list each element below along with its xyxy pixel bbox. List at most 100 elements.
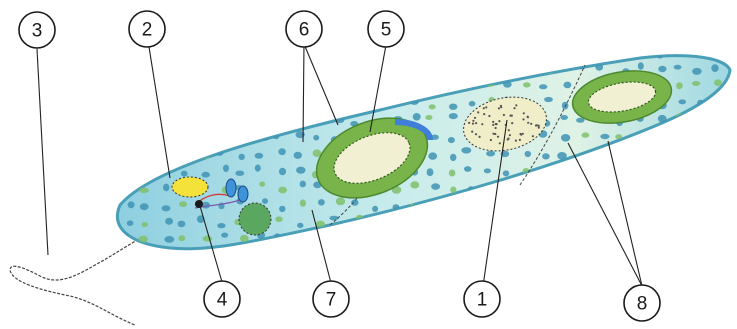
granule: [661, 221, 667, 226]
granule: [372, 63, 380, 68]
granule: [484, 221, 492, 227]
granule: [121, 112, 131, 120]
granule: [602, 154, 611, 160]
granule: [638, 164, 648, 172]
chromatin-dot: [492, 121, 494, 123]
granule: [560, 115, 568, 120]
granule: [525, 151, 531, 157]
chromatin-dot: [500, 105, 502, 107]
granule: [336, 197, 345, 205]
granule: [372, 206, 378, 212]
granule: [716, 222, 723, 230]
granule: [693, 119, 702, 125]
granule: [448, 221, 457, 228]
granule: [597, 185, 605, 193]
granule: [692, 137, 699, 142]
chromatin-dot: [519, 139, 521, 141]
granule: [658, 66, 666, 72]
chromatin-dot: [498, 120, 500, 122]
granule: [350, 50, 358, 56]
granule: [448, 137, 455, 143]
chromatin-dot: [492, 124, 494, 126]
granule: [638, 62, 644, 69]
granule: [603, 47, 611, 53]
granule: [652, 150, 661, 157]
granule: [181, 171, 188, 177]
chromatin-dot: [515, 140, 517, 142]
granule: [410, 181, 419, 188]
granule: [159, 100, 167, 105]
granule: [390, 67, 396, 75]
granule: [257, 85, 264, 92]
leader-2: [149, 47, 170, 178]
granule: [124, 183, 130, 191]
chromatin-dot: [474, 117, 476, 119]
granule: [300, 181, 306, 188]
granule: [429, 44, 436, 51]
granule: [564, 216, 571, 223]
granule: [144, 113, 151, 119]
granule: [259, 181, 265, 186]
granule: [334, 102, 343, 109]
granule: [200, 132, 207, 140]
granule: [711, 64, 718, 72]
granule: [220, 133, 226, 140]
granule: [431, 67, 437, 73]
chromatin-dot: [538, 125, 540, 127]
granule: [486, 203, 495, 209]
granule: [716, 130, 726, 137]
granule: [373, 52, 379, 59]
granule: [564, 187, 571, 192]
callout-3-text: 3: [32, 21, 43, 42]
granule: [126, 148, 133, 156]
callout-3: 3: [19, 12, 55, 48]
granule: [425, 238, 434, 244]
granule: [675, 185, 682, 190]
granule: [217, 223, 225, 228]
granule: [202, 202, 210, 209]
granule: [179, 118, 186, 123]
contractile-vacuole: [239, 203, 271, 235]
granule: [488, 51, 498, 58]
granule: [560, 239, 569, 244]
granule: [521, 46, 527, 52]
granule: [180, 68, 189, 74]
granule: [242, 63, 249, 68]
callout-1-text: 1: [477, 290, 488, 311]
granule: [710, 237, 717, 244]
chromatin-dot: [515, 104, 517, 106]
chromatin-dot: [507, 138, 509, 140]
granule: [237, 98, 246, 104]
granule: [256, 114, 264, 120]
granule: [351, 102, 358, 107]
granule: [219, 80, 227, 85]
granule: [255, 165, 261, 172]
granule: [292, 63, 300, 69]
granule: [620, 151, 629, 159]
leader-8b: [608, 141, 642, 286]
granule: [124, 138, 131, 144]
granule: [128, 201, 135, 208]
granule: [425, 216, 435, 221]
granule: [503, 170, 510, 176]
granule: [544, 97, 553, 102]
granule: [275, 216, 282, 222]
granule: [443, 66, 450, 73]
chromatin-dot: [494, 133, 496, 135]
granule: [486, 69, 493, 74]
granule: [125, 50, 131, 56]
granule: [413, 113, 421, 121]
granule: [615, 134, 622, 139]
granule: [557, 152, 567, 160]
chromatin-dot: [538, 127, 540, 129]
granule: [296, 167, 305, 174]
granule: [279, 168, 286, 175]
granule: [296, 100, 303, 108]
granule: [390, 81, 400, 87]
granule: [714, 47, 722, 54]
granule: [278, 148, 285, 155]
chromatin-dot: [532, 135, 534, 137]
granule: [142, 222, 149, 227]
granule: [634, 205, 643, 210]
callout-1: 1: [464, 281, 500, 317]
